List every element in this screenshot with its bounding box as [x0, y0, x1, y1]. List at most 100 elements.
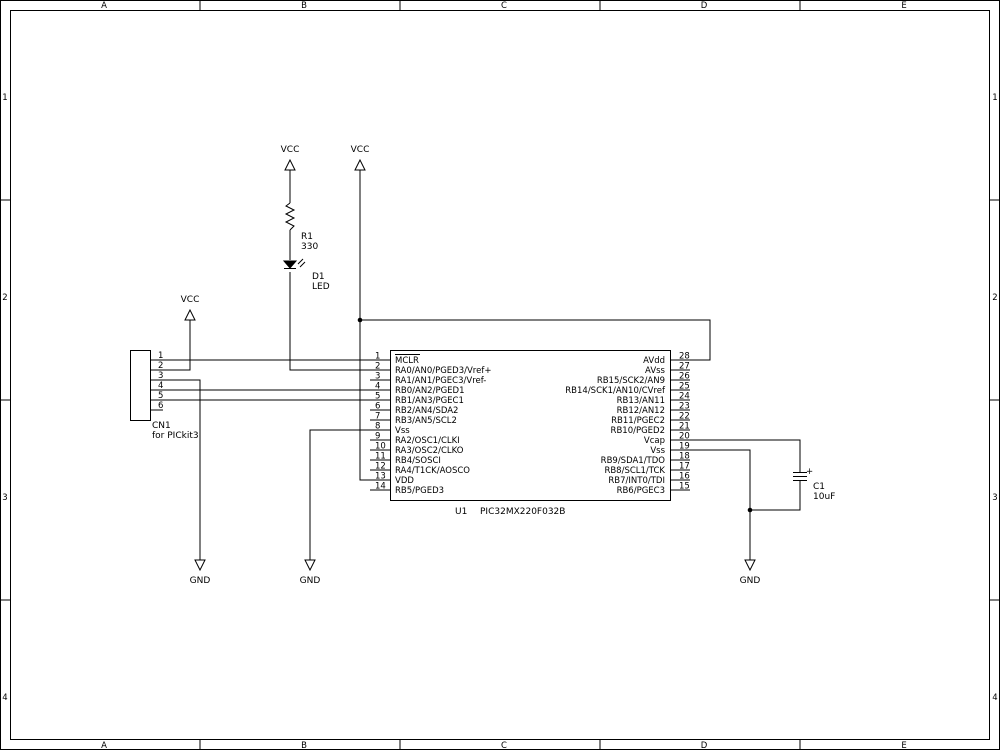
u1-pin-number: 13	[375, 472, 386, 482]
u1-pin-name: MCLR	[395, 356, 419, 366]
u1-pin-number: 22	[679, 412, 690, 422]
wire-led-ra0	[289, 272, 390, 371]
resistor-r1: R1 330	[284, 202, 318, 252]
wire-vss19-gnd	[670, 449, 751, 560]
gnd-symbol: GND	[740, 559, 761, 586]
u1-pin-name: RB4/SOSCI	[395, 456, 441, 466]
led-d1: D1 LED	[282, 258, 330, 292]
u1-pin-number: 14	[375, 482, 386, 492]
capacitor-c1: + C1 10uF	[793, 467, 835, 502]
frame-row-label: 3	[992, 493, 997, 503]
u1-pin-number: 27	[679, 362, 690, 372]
frame-column-label: E	[901, 741, 906, 750]
gnd-label: GND	[190, 576, 211, 586]
c1-polarity: +	[806, 467, 813, 477]
vcc-symbol: VCC	[281, 145, 300, 171]
junction-avdd	[357, 317, 363, 323]
frame-row-label: 1	[2, 93, 7, 103]
u1-pin-name: RB15/SCK2/AN9	[597, 376, 665, 386]
frame-column-label: B	[301, 1, 307, 11]
u1-pin-name: RB11/PGEC2	[611, 416, 665, 426]
u1-pin-name: VDD	[395, 476, 414, 486]
gnd-label: GND	[300, 576, 321, 586]
u1-pin-number: 6	[375, 402, 380, 412]
u1-pin-name: RB12/AN12	[617, 406, 665, 416]
u1-pin-number: 11	[375, 452, 386, 462]
u1-pin-number: 17	[679, 462, 690, 472]
frame-row-label: 4	[992, 693, 997, 703]
u1-pin-name: Vcap	[644, 436, 665, 446]
u1-pin-number: 9	[375, 432, 380, 442]
ic-u1: 1 MCLR 2 RA0/AN0/PGED3/Vref+ 3 RA1/AN1/PGEC3/…	[370, 350, 690, 517]
u1-pin-number: 16	[679, 472, 690, 482]
u1-pin-name: RB0/AN2/PGED1	[395, 386, 465, 396]
cn1-pin-number: 3	[158, 371, 163, 381]
u1-pin-name: RB1/AN3/PGEC1	[395, 396, 464, 406]
u1-pin-number: 15	[679, 482, 690, 492]
frame-row-label: 4	[2, 693, 7, 703]
u1-pin-number: 8	[375, 422, 380, 432]
r1-value: 330	[301, 242, 318, 252]
u1-pin-name: RA2/OSC1/CLKI	[395, 436, 460, 446]
u1-pin-name: RB8/SCL1/TCK	[604, 466, 665, 476]
cn1-pin-number: 5	[158, 391, 163, 401]
u1-pin-number: 2	[375, 362, 380, 372]
c1-value: 10uF	[813, 492, 835, 502]
frame-column-label: B	[301, 741, 307, 750]
u1-pin-number: 18	[679, 452, 690, 462]
cn1-pin-number: 1	[158, 351, 163, 361]
u1-pin-name: RB3/AN5/SCL2	[395, 416, 457, 426]
junction-gnd-c1	[747, 507, 753, 513]
d1-value: LED	[312, 282, 330, 292]
u1-pin-name: RB10/PGED2	[611, 426, 665, 436]
u1-pin-number: 21	[679, 422, 690, 432]
u1-pin-number: 10	[375, 442, 386, 452]
u1-pin-name: AVdd	[643, 356, 665, 366]
u1-pin-number: 12	[375, 462, 386, 472]
u1-pin-number: 3	[375, 372, 380, 382]
u1-pin-name: RB2/AN4/SDA2	[395, 406, 458, 416]
wire-cn1-gnd	[150, 379, 201, 560]
u1-pin-number: 19	[679, 442, 690, 452]
u1-pin-name: RB5/PGED3	[395, 486, 444, 496]
u1-part: PIC32MX220F032B	[480, 507, 565, 517]
vcc-symbol: VCC	[181, 295, 200, 321]
vcc-label: VCC	[281, 145, 300, 155]
u1-pin-name: RB14/SCK1/AN10/CVref	[565, 386, 666, 396]
wire-cn1-vcc	[150, 320, 191, 371]
frame-column-label: C	[501, 741, 507, 750]
u1-pin-name: RA0/AN0/PGED3/Vref+	[395, 366, 491, 376]
u1-pin-name: RB9/SDA1/TDO	[601, 456, 666, 466]
u1-pin-number: 23	[679, 402, 690, 412]
u1-ref: U1	[455, 507, 467, 517]
vcc-symbol: VCC	[351, 145, 369, 171]
frame-column-label: A	[101, 741, 107, 750]
u1-pin-name: Vss	[395, 426, 410, 436]
u1-pin-number: 7	[375, 412, 380, 422]
u1-pin-number: 1	[375, 352, 380, 362]
gnd-symbol: GND	[190, 559, 211, 586]
u1-pin-number: 24	[679, 392, 690, 402]
u1-pin-number: 20	[679, 432, 690, 442]
u1-pin-name: RB7/INT0/TDI	[608, 476, 665, 486]
frame-column-label: D	[701, 741, 708, 750]
u1-pin-name: RA1/AN1/PGEC3/Vref-	[395, 376, 486, 386]
c1-ref: C1	[813, 482, 825, 492]
frame-row-label: 2	[992, 293, 997, 303]
u1-pin-name: RB6/PGEC3	[617, 486, 665, 496]
u1-pin-name: RA4/T1CK/AOSCO	[395, 466, 470, 476]
wire-vss-gnd	[309, 429, 390, 560]
gnd-symbol: GND	[300, 559, 321, 586]
wire-c1-gnd	[750, 481, 801, 511]
cn1-value: for PICkit3	[152, 431, 199, 441]
frame-row-label: 1	[992, 93, 997, 103]
wires	[150, 170, 801, 560]
vcc-label: VCC	[181, 295, 200, 305]
frame-column-label: C	[501, 1, 507, 11]
gnd-label: GND	[740, 576, 761, 586]
u1-pin-number: 26	[679, 372, 690, 382]
cn1-pin-number: 6	[158, 401, 163, 411]
r1-ref: R1	[301, 232, 313, 242]
